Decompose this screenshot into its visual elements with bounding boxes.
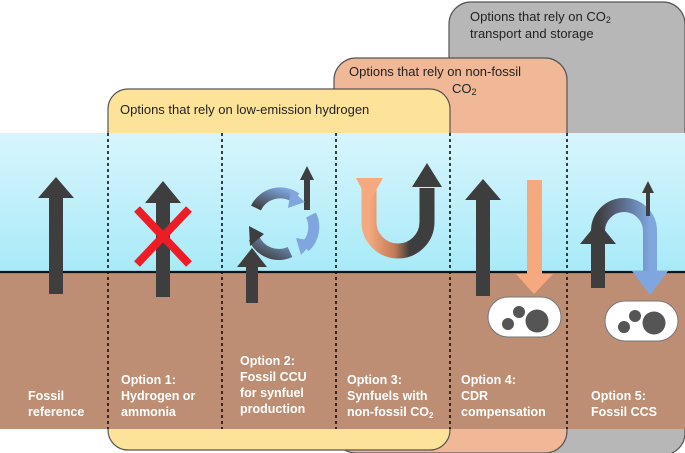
co2-storage-group-title: Options that rely on CO2 transport and s… — [470, 8, 611, 42]
non-fossil-title-line2: CO — [452, 81, 472, 96]
ccu-input-arrow — [237, 248, 267, 303]
ccs-residual-arrow — [642, 181, 654, 216]
co2-storage-title-line2: transport and storage — [470, 26, 594, 41]
option-label-3: Option 3: Synfuels with non-fossil CO2 — [347, 373, 434, 420]
non-fossil-title-subscript: 2 — [471, 87, 477, 97]
recycle-cycle-icon — [248, 187, 320, 260]
synfuel-u-arrow — [356, 163, 442, 259]
option-label-5: Option 5: Fossil CCS — [591, 389, 657, 419]
cross-icon — [134, 206, 192, 267]
atmosphere-band — [0, 133, 685, 272]
storage-pill-icon — [487, 296, 562, 338]
co2-storage-title-subscript: 2 — [605, 15, 611, 25]
non-fossil-co2-group-title: Options that rely on non-fossil CO2 — [349, 63, 521, 97]
hydrogen-arrow — [145, 181, 181, 297]
column-separators — [107, 133, 568, 429]
ground-band — [0, 272, 685, 429]
non-fossil-title-line1: Options that rely on non-fossil — [349, 64, 521, 79]
hydrogen-group-title: Options that rely on low-emission hydrog… — [120, 102, 370, 117]
option-label-1: Option 1: Hydrogen or ammonia — [121, 373, 196, 419]
cdr-removal-arrow — [516, 180, 553, 294]
fossil-reference-arrow — [38, 177, 74, 294]
option-label-fossil-reference: Fossil reference — [28, 389, 85, 419]
co2-storage-title-text: Options that rely on CO — [470, 9, 606, 24]
option-label-2: Option 2: Fossil CCU for synfuel product… — [240, 354, 307, 416]
cdr-emission-arrow — [465, 179, 501, 296]
ccs-arrow — [580, 198, 668, 295]
storage-pill-icon — [604, 300, 679, 342]
option-label-4: Option 4: CDR compensation — [461, 373, 546, 419]
ccu-output-arrow — [300, 166, 314, 210]
